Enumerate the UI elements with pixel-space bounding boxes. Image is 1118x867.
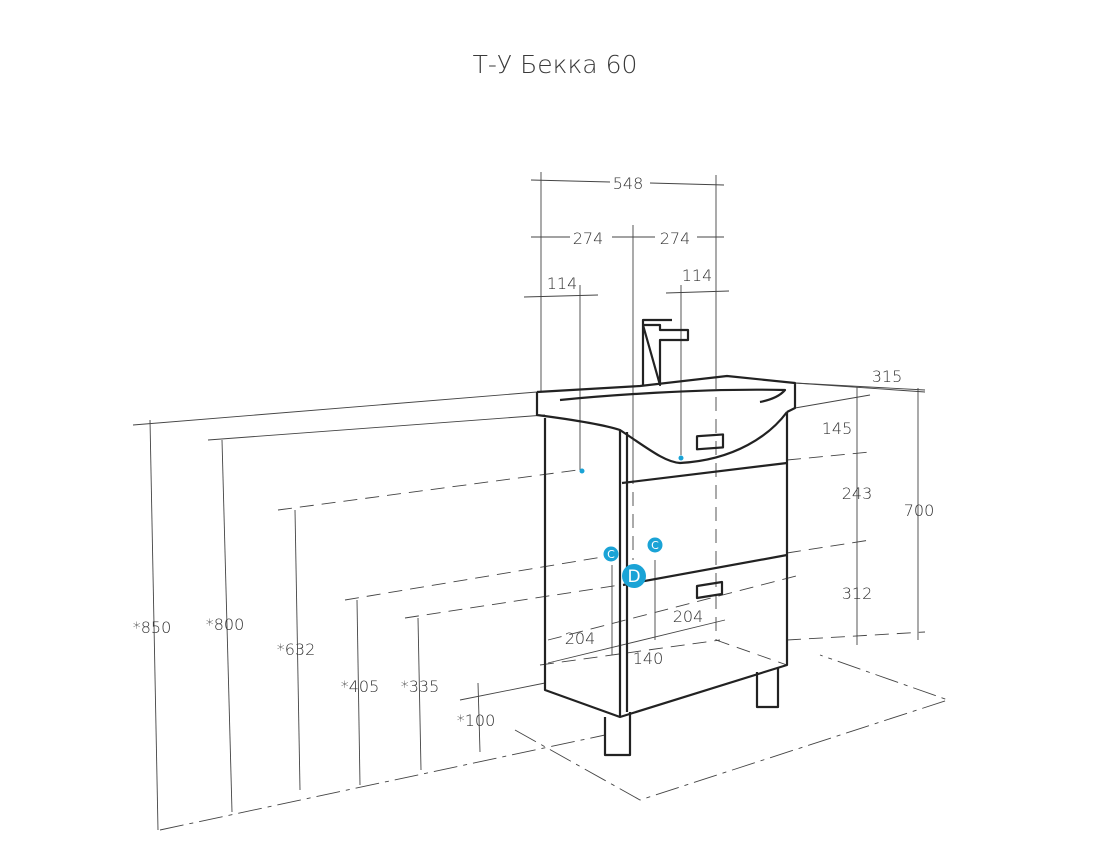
dim-243: 243 <box>842 484 873 503</box>
marker-c-left-label: C <box>607 548 615 561</box>
dim-632: *632 <box>277 640 316 659</box>
basin <box>535 374 797 465</box>
dim-114-right: 114 <box>682 266 713 285</box>
dim-800: *800 <box>206 615 245 634</box>
faucet <box>641 318 690 387</box>
dim-274-right: 274 <box>660 229 691 248</box>
front-leg <box>603 712 632 757</box>
marker-dot <box>579 468 585 474</box>
dimension-lines <box>149 179 926 831</box>
dim-548: 548 <box>613 174 644 193</box>
dim-312: 312 <box>842 584 873 603</box>
dim-114-left: 114 <box>547 274 578 293</box>
dim-700: 700 <box>904 501 935 520</box>
drawer-handle-top <box>695 433 725 451</box>
drawing-title: Т-У Бекка 60 <box>473 50 638 79</box>
drawer-handle-bottom <box>695 580 724 600</box>
dim-204-right: 204 <box>673 607 704 626</box>
dim-204-left: 204 <box>565 629 596 648</box>
marker-dot <box>678 455 684 461</box>
dim-850: *850 <box>133 618 172 637</box>
dimension-labels: 548 274 274 114 114 315 145 243 700 312 … <box>133 174 935 730</box>
dim-405: *405 <box>341 677 380 696</box>
marker-c-left <box>603 546 619 562</box>
marker-d <box>622 564 646 588</box>
marker-c-right <box>647 537 663 553</box>
marker-c-right-label: C <box>651 539 659 552</box>
dim-315: 315 <box>872 367 903 386</box>
back-leg <box>755 667 780 709</box>
cabinet-body <box>543 412 789 719</box>
extension-lines <box>132 172 926 701</box>
floor-outline <box>159 654 950 831</box>
dim-140: 140 <box>633 649 664 668</box>
dim-274-left: 274 <box>573 229 604 248</box>
connection-markers: C C D <box>579 455 684 588</box>
dim-145: 145 <box>822 419 853 438</box>
marker-d-label: D <box>627 567 640 587</box>
drawer-lines <box>621 461 788 587</box>
dim-100: *100 <box>457 711 496 730</box>
dim-335: *335 <box>401 677 440 696</box>
vanity-unit <box>535 318 797 757</box>
